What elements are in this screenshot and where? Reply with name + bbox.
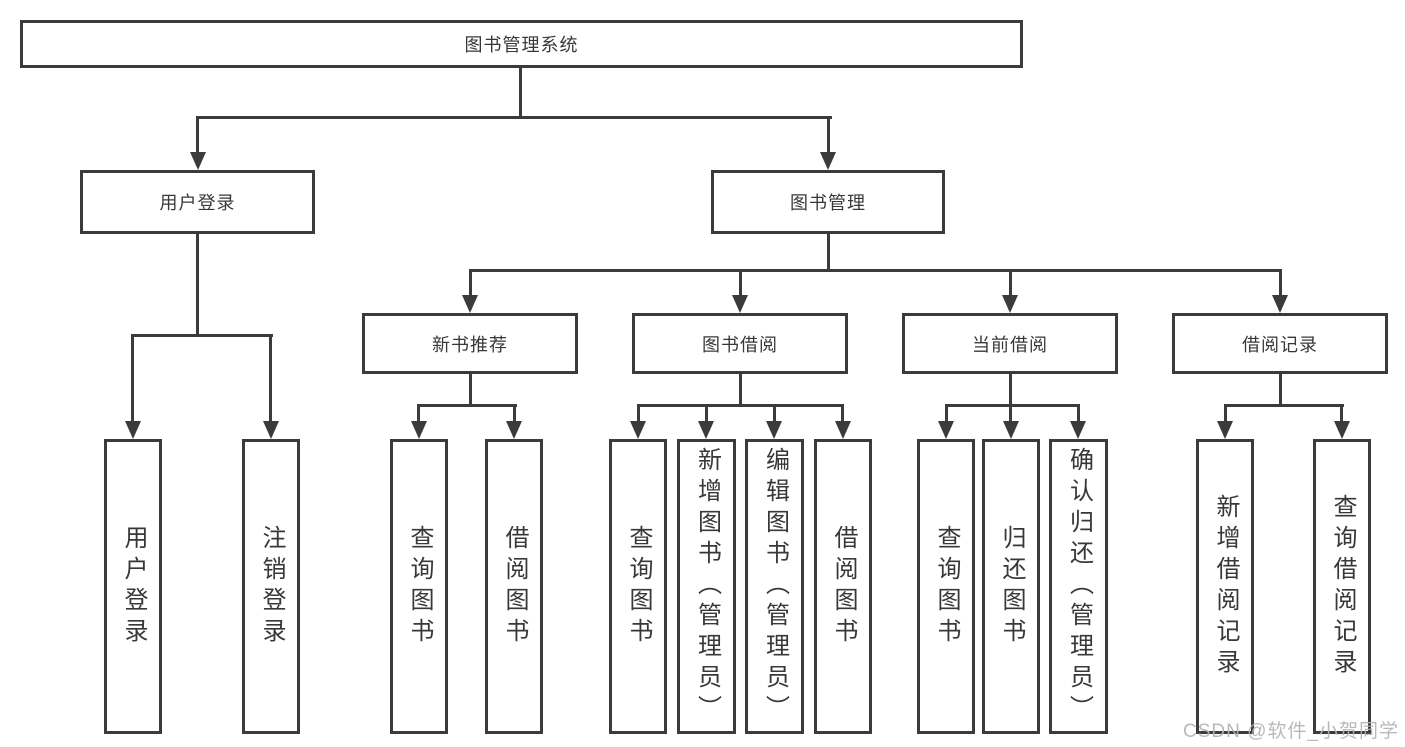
arrow-down-icon [1334, 421, 1350, 439]
arrow-down-icon [1272, 295, 1288, 313]
connector-line [637, 404, 640, 424]
leaf-return-books: 归还图书 [982, 439, 1040, 734]
leaf-borrow-books: 借阅图书 [814, 439, 872, 734]
connector-line [513, 404, 516, 424]
leaf-query-borrow-record: 查询借阅记录 [1313, 439, 1371, 734]
node-new-book-recommend: 新书推荐 [362, 313, 578, 374]
leaf-logout: 注销登录 [242, 439, 300, 734]
arrow-down-icon [732, 295, 748, 313]
connector-line [827, 232, 830, 272]
connector-line [469, 269, 1282, 272]
connector-line [196, 116, 199, 156]
watermark: CSDN @软件_小贺同学 [1183, 721, 1399, 742]
connector-line [131, 334, 134, 424]
leaf-confirm-return-admin: 确认归还（管理员） [1049, 439, 1108, 734]
arrow-down-icon [938, 421, 954, 439]
connector-line [739, 269, 742, 297]
leaf-query-books-current: 查询图书 [917, 439, 975, 734]
connector-line [131, 334, 273, 337]
connector-line [196, 232, 199, 337]
connector-line [519, 66, 522, 118]
node-current-borrowing: 当前借阅 [902, 313, 1118, 374]
leaf-add-book-admin: 新增图书（管理员） [677, 439, 736, 734]
connector-line [945, 404, 948, 424]
node-user-login: 用户登录 [80, 170, 315, 234]
leaf-edit-book-admin: 编辑图书（管理员） [745, 439, 804, 734]
connector-line [1279, 372, 1282, 407]
arrow-down-icon [820, 152, 836, 170]
connector-line [1279, 269, 1282, 297]
connector-line [1009, 269, 1012, 297]
arrow-down-icon [835, 421, 851, 439]
leaf-add-borrow-record: 新增借阅记录 [1196, 439, 1254, 734]
connector-line [1077, 404, 1080, 424]
connector-line [637, 404, 844, 407]
node-book-borrowing: 图书借阅 [632, 313, 848, 374]
connector-line [705, 404, 708, 424]
arrow-down-icon [411, 421, 427, 439]
node-borrow-records: 借阅记录 [1172, 313, 1388, 374]
arrow-down-icon [263, 421, 279, 439]
arrow-down-icon [766, 421, 782, 439]
arrow-down-icon [1217, 421, 1233, 439]
connector-line [1009, 372, 1012, 407]
leaf-query-books-recommend: 查询图书 [390, 439, 448, 734]
leaf-user-login: 用户登录 [104, 439, 162, 734]
connector-line [1340, 404, 1343, 424]
connector-line [1224, 404, 1227, 424]
connector-line [773, 404, 776, 424]
node-root: 图书管理系统 [20, 20, 1023, 68]
arrow-down-icon [462, 295, 478, 313]
arrow-down-icon [1003, 421, 1019, 439]
arrow-down-icon [506, 421, 522, 439]
node-book-management: 图书管理 [711, 170, 945, 234]
arrow-down-icon [1070, 421, 1086, 439]
connector-line [827, 116, 830, 156]
connector-line [417, 404, 420, 424]
arrow-down-icon [190, 152, 206, 170]
arrow-down-icon [125, 421, 141, 439]
leaf-query-books-borrowing: 查询图书 [609, 439, 667, 734]
connector-line [469, 269, 472, 297]
connector-line [469, 372, 472, 407]
arrow-down-icon [698, 421, 714, 439]
connector-line [1009, 404, 1012, 424]
connector-line [269, 334, 272, 424]
connector-line [196, 116, 832, 119]
connector-line [417, 404, 517, 407]
arrow-down-icon [1002, 295, 1018, 313]
leaf-borrow-books-recommend: 借阅图书 [485, 439, 543, 734]
connector-line [1224, 404, 1344, 407]
connector-line [945, 404, 1079, 407]
connector-line [841, 404, 844, 424]
connector-line [739, 372, 742, 407]
arrow-down-icon [630, 421, 646, 439]
